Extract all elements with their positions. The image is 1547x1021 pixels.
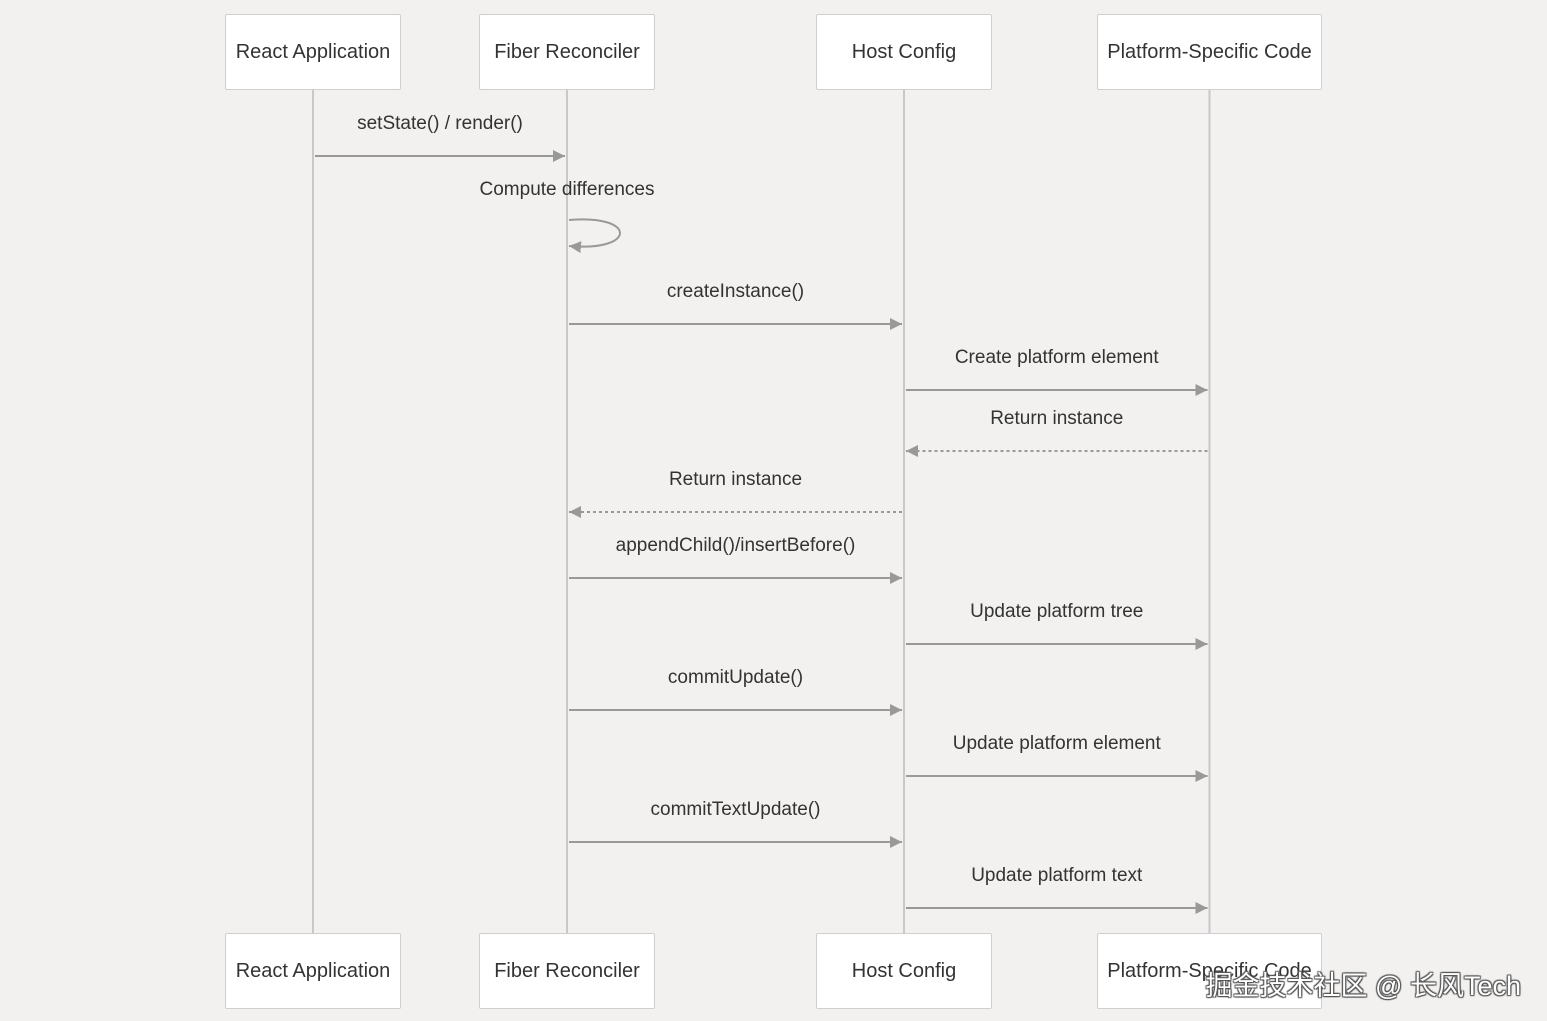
- actor-label: Platform-Specific Code: [1107, 40, 1312, 63]
- actor-label: Host Config: [851, 40, 957, 63]
- message-label: Return instance: [990, 408, 1124, 429]
- message-label: Update platform tree: [970, 601, 1144, 622]
- actor-label: Fiber Reconciler: [494, 959, 640, 982]
- self-message-arrow: [568, 218, 621, 254]
- message-label: commitUpdate(): [667, 667, 804, 688]
- actor-fiber-top: Fiber Reconciler: [479, 14, 655, 90]
- message-label: Return instance: [668, 469, 803, 490]
- message-label: Update platform element: [952, 733, 1161, 754]
- message-label: Update platform text: [971, 865, 1143, 886]
- actor-app-bottom: React Application: [225, 933, 401, 1009]
- actor-label: React Application: [235, 40, 391, 63]
- actor-host-bottom: Host Config: [816, 933, 992, 1009]
- watermark: 掘金技术社区 @ 长风Tech: [1205, 971, 1521, 1001]
- actor-label: Host Config: [851, 959, 957, 982]
- actor-label: React Application: [235, 959, 391, 982]
- message-label: createInstance(): [666, 281, 805, 302]
- message-label: Compute differences: [479, 179, 655, 200]
- message-label: setState() / render(): [357, 113, 523, 134]
- message-label: appendChild()/insertBefore(): [615, 535, 856, 556]
- actor-app-top: React Application: [225, 14, 401, 90]
- actor-label: Fiber Reconciler: [494, 40, 640, 63]
- actor-host-top: Host Config: [816, 14, 992, 90]
- actor-platform-bottom: Platform-Specific Code: [1097, 933, 1322, 1009]
- actor-label: Platform-Specific Code: [1107, 959, 1312, 982]
- message-label: Create platform element: [954, 347, 1159, 368]
- actor-fiber-bottom: Fiber Reconciler: [479, 933, 655, 1009]
- actor-platform-top: Platform-Specific Code: [1097, 14, 1322, 90]
- message-label: commitTextUpdate(): [650, 799, 821, 820]
